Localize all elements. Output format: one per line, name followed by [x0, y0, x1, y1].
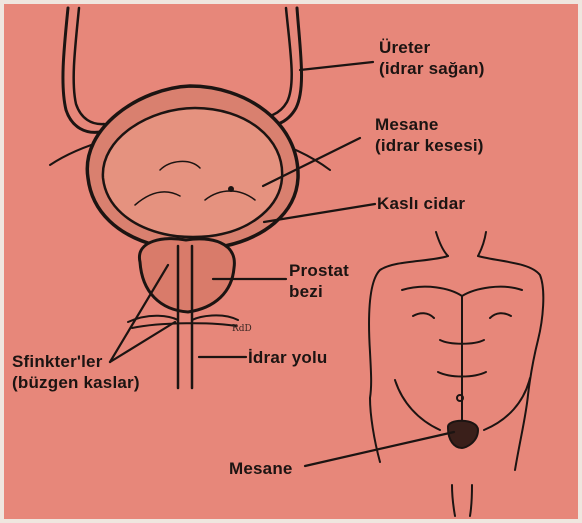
ureter-orifice	[228, 186, 234, 192]
label-ureter: Üreter (idrar sağan)	[379, 37, 485, 79]
label-muscular-wall: Kaslı cidar	[377, 193, 465, 214]
label-body-bladder: Mesane	[229, 458, 293, 479]
body-bladder-highlight	[448, 421, 478, 448]
artist-mark: RdD	[232, 324, 252, 334]
label-prostate-line1: Prostat	[289, 260, 349, 281]
leader-ureter	[300, 62, 373, 70]
label-prostate: Prostat bezi	[289, 260, 349, 302]
label-urethra: İdrar yolu	[248, 347, 327, 368]
label-bladder: Mesane (idrar kesesi)	[375, 114, 484, 156]
prostate-gland	[139, 239, 234, 312]
label-ureter-line1: Üreter	[379, 37, 485, 58]
ureter-left	[63, 8, 104, 132]
label-sphincters-line1: Sfinkter'ler	[12, 351, 140, 372]
label-prostate-line2: bezi	[289, 281, 349, 302]
label-bladder-line2: (idrar kesesi)	[375, 135, 484, 156]
body-outline	[369, 232, 543, 516]
label-ureter-line2: (idrar sağan)	[379, 58, 485, 79]
label-sphincters: Sfinkter'ler (büzgen kaslar)	[12, 351, 140, 393]
label-sphincters-line2: (büzgen kaslar)	[12, 372, 140, 393]
leader-sphincter-a	[110, 265, 168, 362]
external-sphincter	[128, 315, 238, 328]
label-bladder-line1: Mesane	[375, 114, 484, 135]
bladder-lumen	[103, 108, 282, 237]
